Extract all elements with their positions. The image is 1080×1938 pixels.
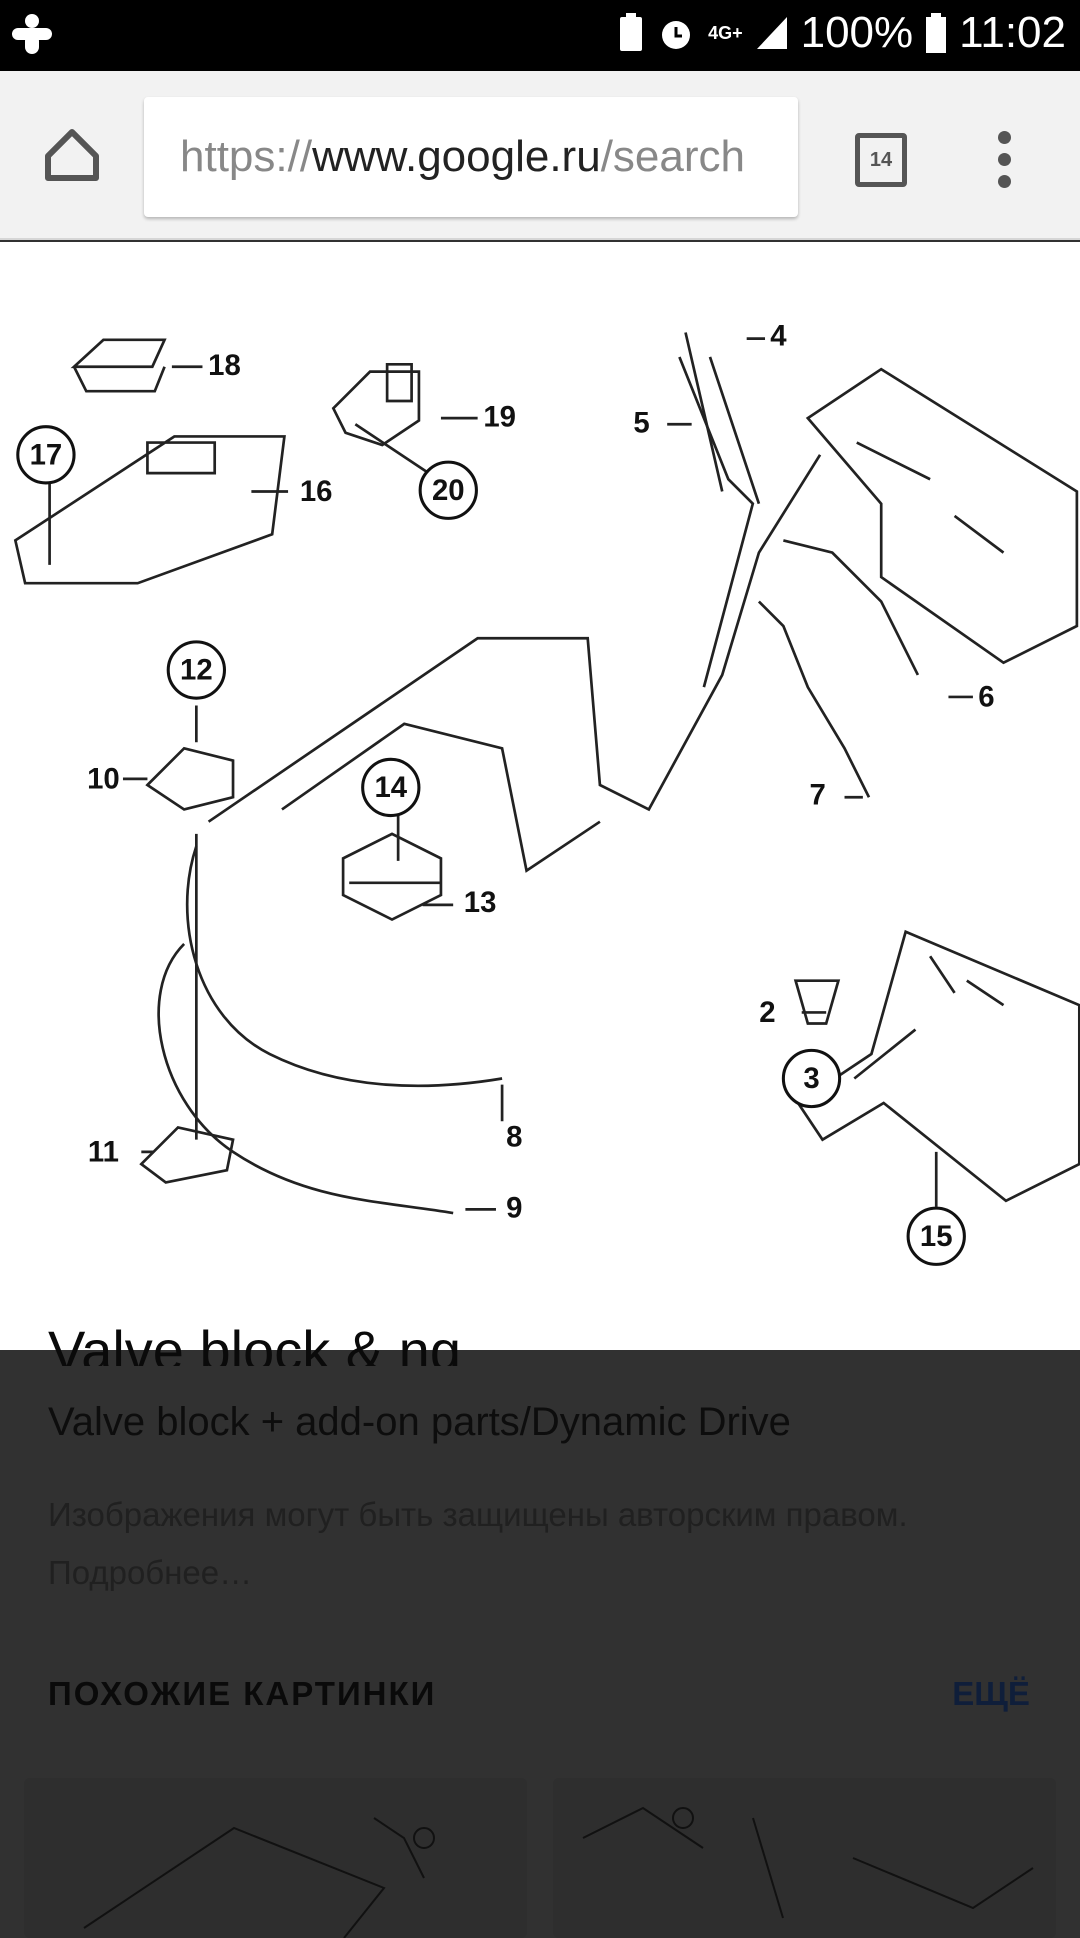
part-11 (139, 1125, 235, 1184)
copyright-notice[interactable]: Изображения могут быть защищены авторски… (48, 1496, 908, 1591)
callout-18: 18 (208, 349, 241, 382)
overflow-menu-icon[interactable] (998, 131, 1012, 197)
callout-circle-3 (781, 1048, 842, 1109)
battery-icon (926, 13, 947, 53)
part-15-bracket (796, 929, 1080, 1203)
callout-circle-15 (906, 1206, 966, 1266)
url-scheme: https:// (180, 132, 313, 181)
part-19 (331, 362, 421, 447)
result-title-cut: Valve block & ng (48, 1319, 461, 1366)
more-button[interactable]: ЕЩЁ (952, 1675, 1030, 1712)
callout-12: 12 (180, 654, 213, 687)
similar-thumbnail[interactable] (24, 1778, 527, 1938)
callout-5: 5 (633, 406, 649, 439)
app-notification-icon (12, 14, 52, 54)
callout-3: 3 (803, 1062, 819, 1095)
result-title[interactable]: Valve block + add-on parts/Dynamic Drive (48, 1400, 791, 1444)
callout-11: 11 (88, 1135, 119, 1168)
callout-13: 13 (464, 886, 497, 919)
leader-lines (48, 337, 973, 1211)
callout-circle-20 (418, 460, 478, 520)
url-bar[interactable]: https://www.google.ru/search (144, 97, 798, 217)
callout-15: 15 (920, 1220, 953, 1253)
valve-block (805, 367, 1079, 665)
home-icon[interactable] (42, 126, 102, 186)
callout-17: 17 (30, 438, 63, 471)
part-13-mount (341, 832, 443, 922)
callout-19: 19 (483, 400, 516, 433)
url-host: www.google.ru (312, 132, 601, 181)
part-10 (145, 746, 235, 811)
similar-thumbnail[interactable] (553, 1778, 1056, 1938)
status-bar: 4G+ 100% 11:02 (0, 0, 1080, 71)
callout-circle-12 (166, 640, 227, 700)
callout-14: 14 (374, 771, 407, 804)
callout-9: 9 (506, 1192, 522, 1225)
callout-2: 2 (759, 996, 775, 1029)
alarm-icon (662, 21, 691, 49)
url-path: /search (600, 132, 745, 181)
callout-10: 10 (87, 762, 120, 795)
callout-4: 4 (770, 320, 787, 353)
parts-diagram-image[interactable]: 18 17 16 19 20 4 5 6 7 12 10 14 13 2 3 8… (0, 242, 1080, 1350)
signal-icon (756, 17, 787, 49)
tab-switcher-button[interactable]: 14 (855, 133, 907, 187)
callout-7: 7 (809, 778, 825, 811)
part-18 (70, 338, 167, 393)
battery-saver-icon (620, 13, 643, 51)
similar-images-heading: ПОХОЖИЕ КАРТИНКИ (48, 1675, 437, 1712)
callout-circle-17 (16, 425, 76, 485)
brake-lines (157, 356, 822, 1215)
battery-percent: 100% (800, 8, 914, 57)
browser-toolbar: https://www.google.ru/search 14 (0, 71, 1080, 240)
callout-circle-14 (361, 757, 421, 818)
part-2 (793, 979, 841, 1025)
part-16-module (13, 435, 286, 585)
hoses-6-7 (757, 539, 920, 798)
hoses-5 (684, 332, 761, 505)
callout-8: 8 (506, 1121, 522, 1154)
callout-20: 20 (432, 474, 465, 507)
network-type: 4G+ (708, 22, 743, 43)
callout-16: 16 (300, 475, 333, 508)
callout-6: 6 (978, 680, 994, 713)
clock: 11:02 (959, 8, 1066, 57)
